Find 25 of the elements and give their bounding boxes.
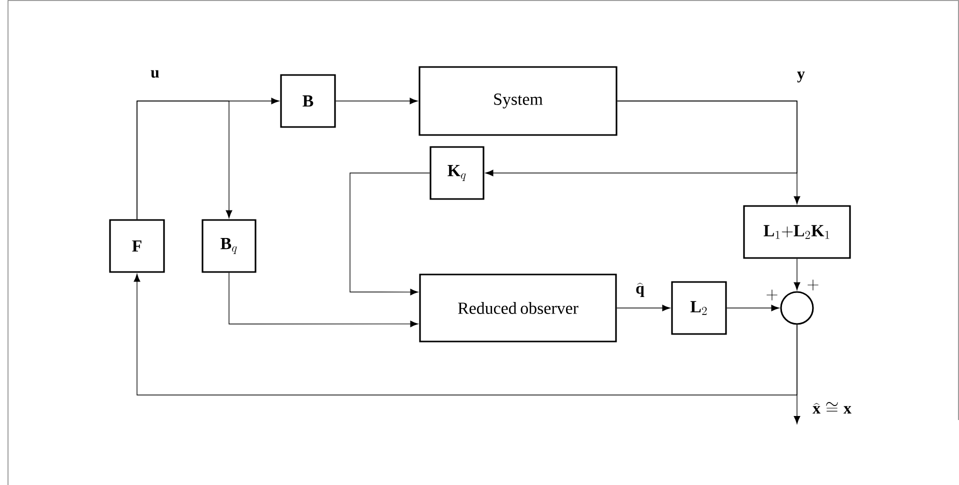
block-box: $\mathbf{B}$ [280,74,336,128]
block-box: $\mathbf{F}$ [109,219,165,273]
edge-label: $\mathbf{+}$ [808,280,818,290]
edge-label: $\widehat{\mathbf{q}}$ [636,282,644,297]
block-box: $\mathbf{L}_1\mathbf{+}\mathbf{L}_2\mathbf{K}_1$ [743,205,851,259]
arrow [228,272,418,328]
edge-label: $\mathbf{y}$ [797,72,805,82]
summing-junction [780,291,814,325]
arrow [794,324,800,424]
edge-label: $+$ [766,290,778,300]
block-box: $\mathbf{B}_q$ [202,219,256,273]
block-box: $\mathbf{L}_2$ [671,281,727,335]
arrow [726,304,780,312]
arrow [794,258,800,290]
edge-label: $\mathbf{u}$ [150,70,160,78]
arrow [134,274,798,396]
block-box: $\mathbf{K}_q$ [430,146,484,200]
block-box: Reduced observer [419,274,617,342]
arrow [616,304,670,312]
edge-label: $\widehat{\mathbf{x}}\cong\mathbf{x}$ [812,402,852,414]
arrow [350,172,430,296]
arrow [335,98,418,104]
arrow [485,100,798,176]
block-box: System [418,66,618,136]
arrow [136,100,232,220]
